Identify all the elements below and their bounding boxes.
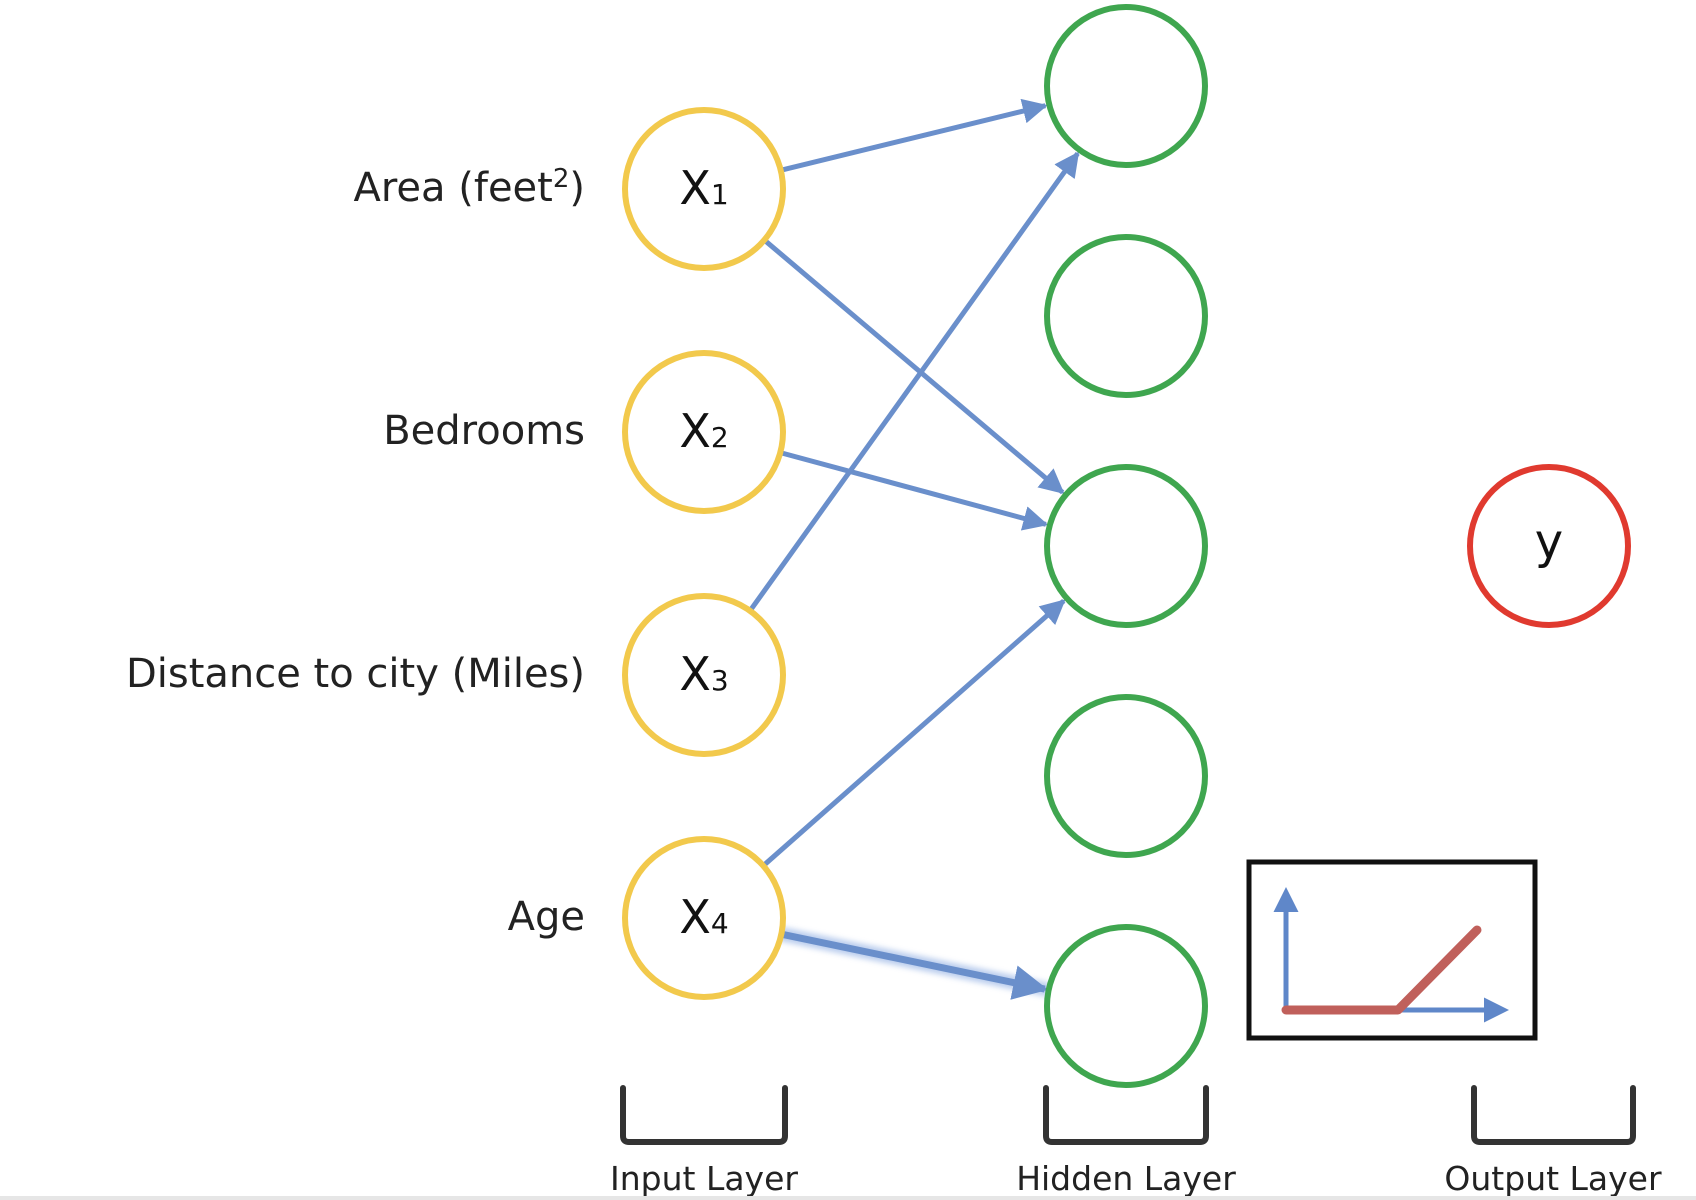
input-node-x4-label: X4 bbox=[679, 890, 728, 944]
input-node-x2-symbol: X bbox=[679, 404, 711, 458]
layer-brackets bbox=[620, 1085, 1636, 1145]
hidden-layer-bracket bbox=[1043, 1085, 1209, 1145]
hidden-node-5 bbox=[1044, 924, 1208, 1088]
input-nodes: X1 X2 X3 X4 bbox=[622, 107, 786, 1000]
input-node-x1-symbol: X bbox=[679, 161, 711, 215]
connection-arrow-3 bbox=[781, 450, 1049, 531]
feature-label-area-superscript: 2 bbox=[553, 164, 570, 194]
output-node-label: y bbox=[1535, 514, 1563, 570]
feature-label-distance: Distance to city (Miles) bbox=[126, 651, 585, 697]
input-node-x3-symbol: X bbox=[679, 647, 711, 701]
hidden-layer-label: Hidden Layer bbox=[1016, 1159, 1236, 1198]
input-node-x1: X1 bbox=[622, 107, 786, 271]
feature-label-bedrooms-text: Bedrooms bbox=[383, 408, 585, 454]
feature-label-age-text: Age bbox=[508, 894, 585, 940]
hidden-node-3 bbox=[1044, 464, 1208, 628]
output-node: y bbox=[1467, 464, 1631, 628]
relu-activation-icon bbox=[1246, 859, 1538, 1041]
hidden-node-4 bbox=[1044, 694, 1208, 858]
feature-label-area: Area (feet2) bbox=[353, 164, 585, 211]
connection-arrow-6 bbox=[782, 931, 1049, 1000]
input-node-x1-circle bbox=[622, 107, 786, 271]
feature-label-age: Age bbox=[508, 894, 585, 940]
input-node-x4-circle bbox=[622, 836, 786, 1000]
connection-arrow-1 bbox=[782, 98, 1048, 173]
bottom-edge-strip bbox=[0, 1196, 1696, 1200]
hidden-node-2 bbox=[1044, 234, 1208, 398]
connection-arrow-2 bbox=[764, 239, 1065, 495]
input-node-x3-label: X3 bbox=[679, 647, 728, 701]
connection-arrow-5 bbox=[763, 599, 1066, 867]
input-layer-label: Input Layer bbox=[610, 1159, 798, 1198]
hidden-node-1 bbox=[1044, 4, 1208, 168]
input-node-x4: X4 bbox=[622, 836, 786, 1000]
input-node-x3: X3 bbox=[622, 593, 786, 757]
feature-label-area-suffix: ) bbox=[569, 165, 585, 211]
feature-label-bedrooms: Bedrooms bbox=[383, 408, 585, 454]
input-layer-bracket bbox=[620, 1085, 788, 1145]
layer-labels: Input Layer Hidden Layer Output Layer bbox=[610, 1159, 1662, 1198]
input-feature-labels: Area (feet2) Bedrooms Distance to city (… bbox=[126, 164, 585, 940]
input-node-x1-subscript: 1 bbox=[711, 178, 729, 211]
input-node-x3-circle bbox=[622, 593, 786, 757]
output-layer-label: Output Layer bbox=[1444, 1159, 1662, 1198]
output-node-circle bbox=[1467, 464, 1631, 628]
input-node-x4-subscript: 4 bbox=[711, 907, 729, 940]
input-node-x2: X2 bbox=[622, 350, 786, 514]
input-node-x3-subscript: 3 bbox=[711, 664, 729, 697]
output-layer-bracket bbox=[1471, 1085, 1636, 1145]
input-node-x2-circle bbox=[622, 350, 786, 514]
connections-layer bbox=[749, 98, 1080, 1000]
hidden-nodes bbox=[1044, 4, 1208, 1088]
input-node-x2-label: X2 bbox=[679, 404, 728, 458]
feature-label-area-text: Area (feet bbox=[353, 165, 552, 211]
input-node-x1-label: X1 bbox=[679, 161, 728, 215]
feature-label-distance-text: Distance to city (Miles) bbox=[126, 651, 585, 697]
input-node-x4-symbol: X bbox=[679, 890, 711, 944]
input-node-x2-subscript: 2 bbox=[711, 421, 729, 454]
activation-relu-curve bbox=[1281, 925, 1482, 1015]
connection-arrow-4 bbox=[749, 151, 1080, 611]
